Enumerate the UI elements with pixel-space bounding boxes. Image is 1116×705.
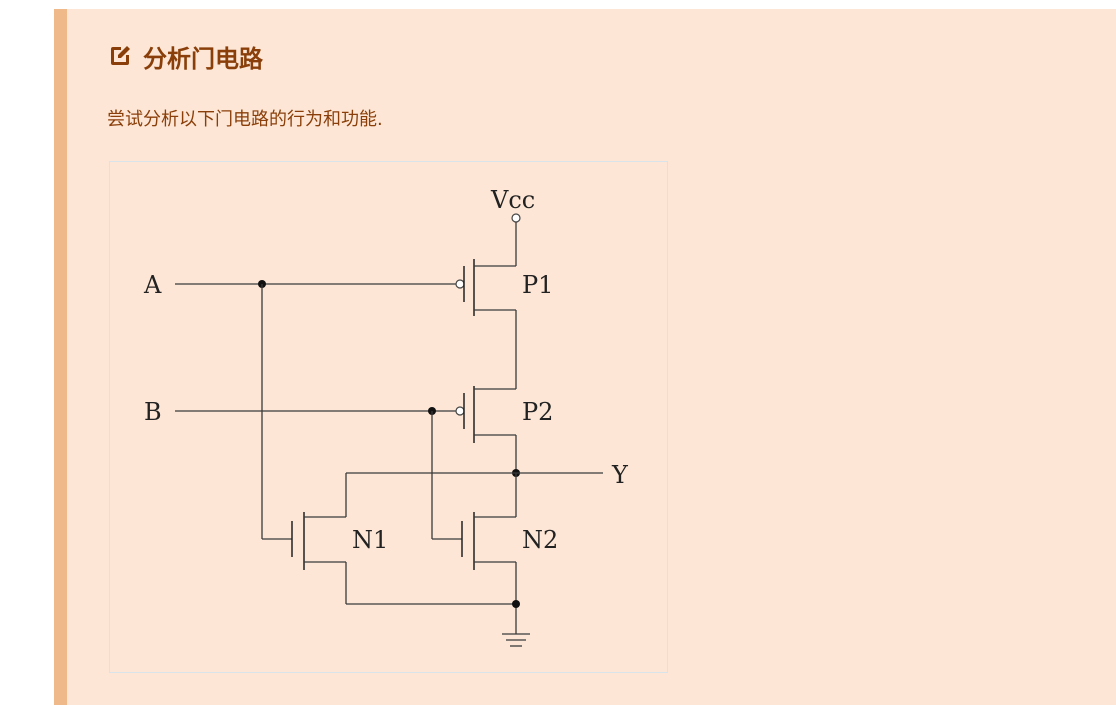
transistor-n1 [291,512,346,570]
admonition-title-text: 分析门电路 [143,44,263,73]
circuit-diagram: Vcc A B P1 [109,161,668,673]
circuit-svg: Vcc A B P1 [143,186,629,647]
input-b-label: B [144,398,162,426]
p1-label: P1 [522,271,553,299]
transistor-p2 [455,386,516,443]
admonition-body-text: 尝试分析以下门电路的行为和功能. [107,109,383,130]
output-y-label: Y [611,461,629,489]
transistor-n2 [461,512,516,570]
n1-label: N1 [352,526,388,554]
vcc-terminal [511,213,521,223]
n2-label: N2 [522,526,558,554]
p2-label: P2 [522,398,553,426]
input-a-label: A [143,271,162,299]
junction-gnd [512,600,520,608]
admonition-box: 分析门电路 尝试分析以下门电路的行为和功能. Vcc A B [54,9,1116,705]
ground-icon [502,633,530,647]
admonition-title: 分析门电路 [107,39,263,73]
transistor-p1 [455,259,516,316]
vcc-label: Vcc [490,186,535,214]
edit-icon [107,43,133,69]
